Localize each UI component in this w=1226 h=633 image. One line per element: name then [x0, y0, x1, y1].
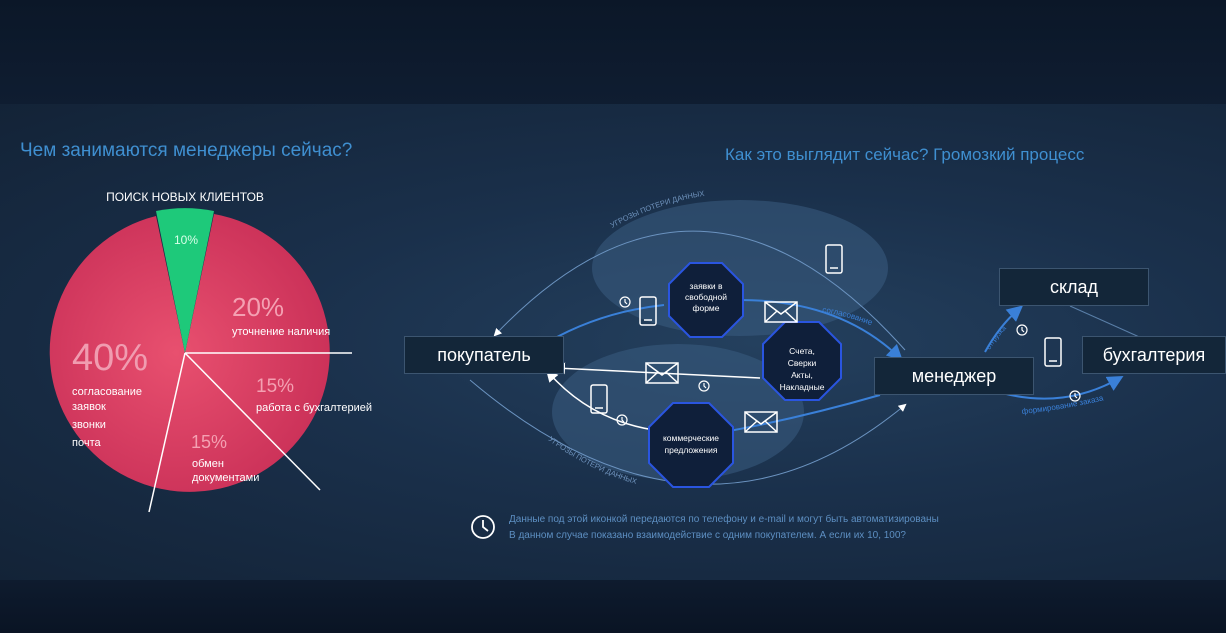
arrow-offers-to-buyer — [546, 369, 655, 431]
pie-divider-documents — [148, 352, 186, 513]
arc-manager-to-buyer-top — [493, 230, 906, 351]
octagon-requests-line2: свободной — [685, 292, 727, 302]
pie-percent-search: 10% — [174, 233, 198, 247]
pie-label-documents-2: документами — [192, 472, 259, 484]
top-letterbox — [0, 0, 1226, 104]
phone-icon — [590, 384, 608, 414]
pie-slice-search — [156, 208, 214, 353]
pie-label-availability: уточнение наличия — [232, 326, 330, 338]
pie-label-documents-1: обмен — [192, 458, 224, 470]
pie-label-search: ПОИСК НОВЫХ КЛИЕНТОВ — [106, 190, 264, 204]
node-buyer-label: покупатель — [437, 344, 531, 365]
arrow-requests-to-manager — [739, 299, 903, 361]
pie-label-approval-4: почта — [72, 437, 101, 449]
octagon-invoices-line2: Сверки — [788, 358, 817, 368]
node-warehouse: склад — [999, 268, 1149, 306]
node-accounting: бухгалтерия — [1082, 336, 1226, 374]
clock-icon — [616, 414, 628, 426]
octagon-requests — [668, 262, 744, 338]
arrow-manager-to-offers — [723, 394, 881, 433]
node-manager-label: менеджер — [911, 365, 997, 386]
octagon-invoices-line3: Акты, — [791, 370, 813, 380]
node-buyer: покупатель — [404, 336, 564, 374]
phone-icon — [639, 296, 657, 326]
pie-percent-approval: 40% — [72, 337, 148, 379]
octagon-requests-line1: заявки в — [689, 281, 723, 291]
pie-percent-documents: 15% — [191, 432, 227, 452]
arrow-buyer-to-requests — [547, 304, 665, 343]
threat-zone-top — [592, 200, 888, 336]
phone-icon — [1044, 337, 1062, 367]
note-line-2: В данном случае показано взаимодействие … — [509, 530, 906, 541]
octagon-invoices-line4: Накладные — [780, 382, 825, 392]
pie-divider-accounting — [184, 352, 321, 491]
octagon-offers — [648, 402, 734, 488]
node-accounting-label: бухгалтерия — [1102, 344, 1206, 365]
clock-icon — [1016, 324, 1028, 336]
envelope-icon — [744, 411, 778, 433]
pie-percent-accounting: 15% — [256, 376, 294, 397]
left-title: Чем занимаются менеджеры сейчас? — [20, 140, 353, 161]
node-warehouse-label: склад — [1049, 276, 1099, 297]
pie-label-approval-1: согласование — [72, 386, 142, 398]
note-line-1: Данные под этой иконкой передаются по те… — [509, 514, 939, 525]
octagon-invoices-line1: Счета, — [789, 346, 815, 356]
pie-label-accounting: работа с бухгалтерией — [256, 402, 372, 414]
right-title: Как это выглядит сейчас? Громозкий проце… — [725, 145, 1085, 164]
pie-label-approval-2: заявок — [72, 401, 106, 413]
bottom-letterbox — [0, 580, 1226, 633]
envelope-icon — [645, 362, 679, 384]
pie-percent-availability: 20% — [232, 292, 284, 322]
phone-icon — [825, 244, 843, 274]
octagon-invoices — [762, 321, 842, 401]
clock-icon — [1069, 390, 1081, 402]
octagon-requests-line3: форме — [692, 303, 719, 313]
arrow-manager-to-warehouse — [984, 305, 1024, 353]
clock-icon — [698, 380, 710, 392]
octagon-offers-line2: предложения — [665, 445, 718, 455]
node-manager: менеджер — [874, 357, 1034, 395]
pie-label-approval-3: звонки — [72, 419, 106, 431]
envelope-icon — [764, 301, 798, 323]
clock-icon — [619, 296, 631, 308]
octagon-offers-line1: коммерческие — [663, 433, 719, 443]
clock-icon-legend — [471, 515, 495, 539]
shipping-label: отгрузка — [986, 325, 1008, 351]
